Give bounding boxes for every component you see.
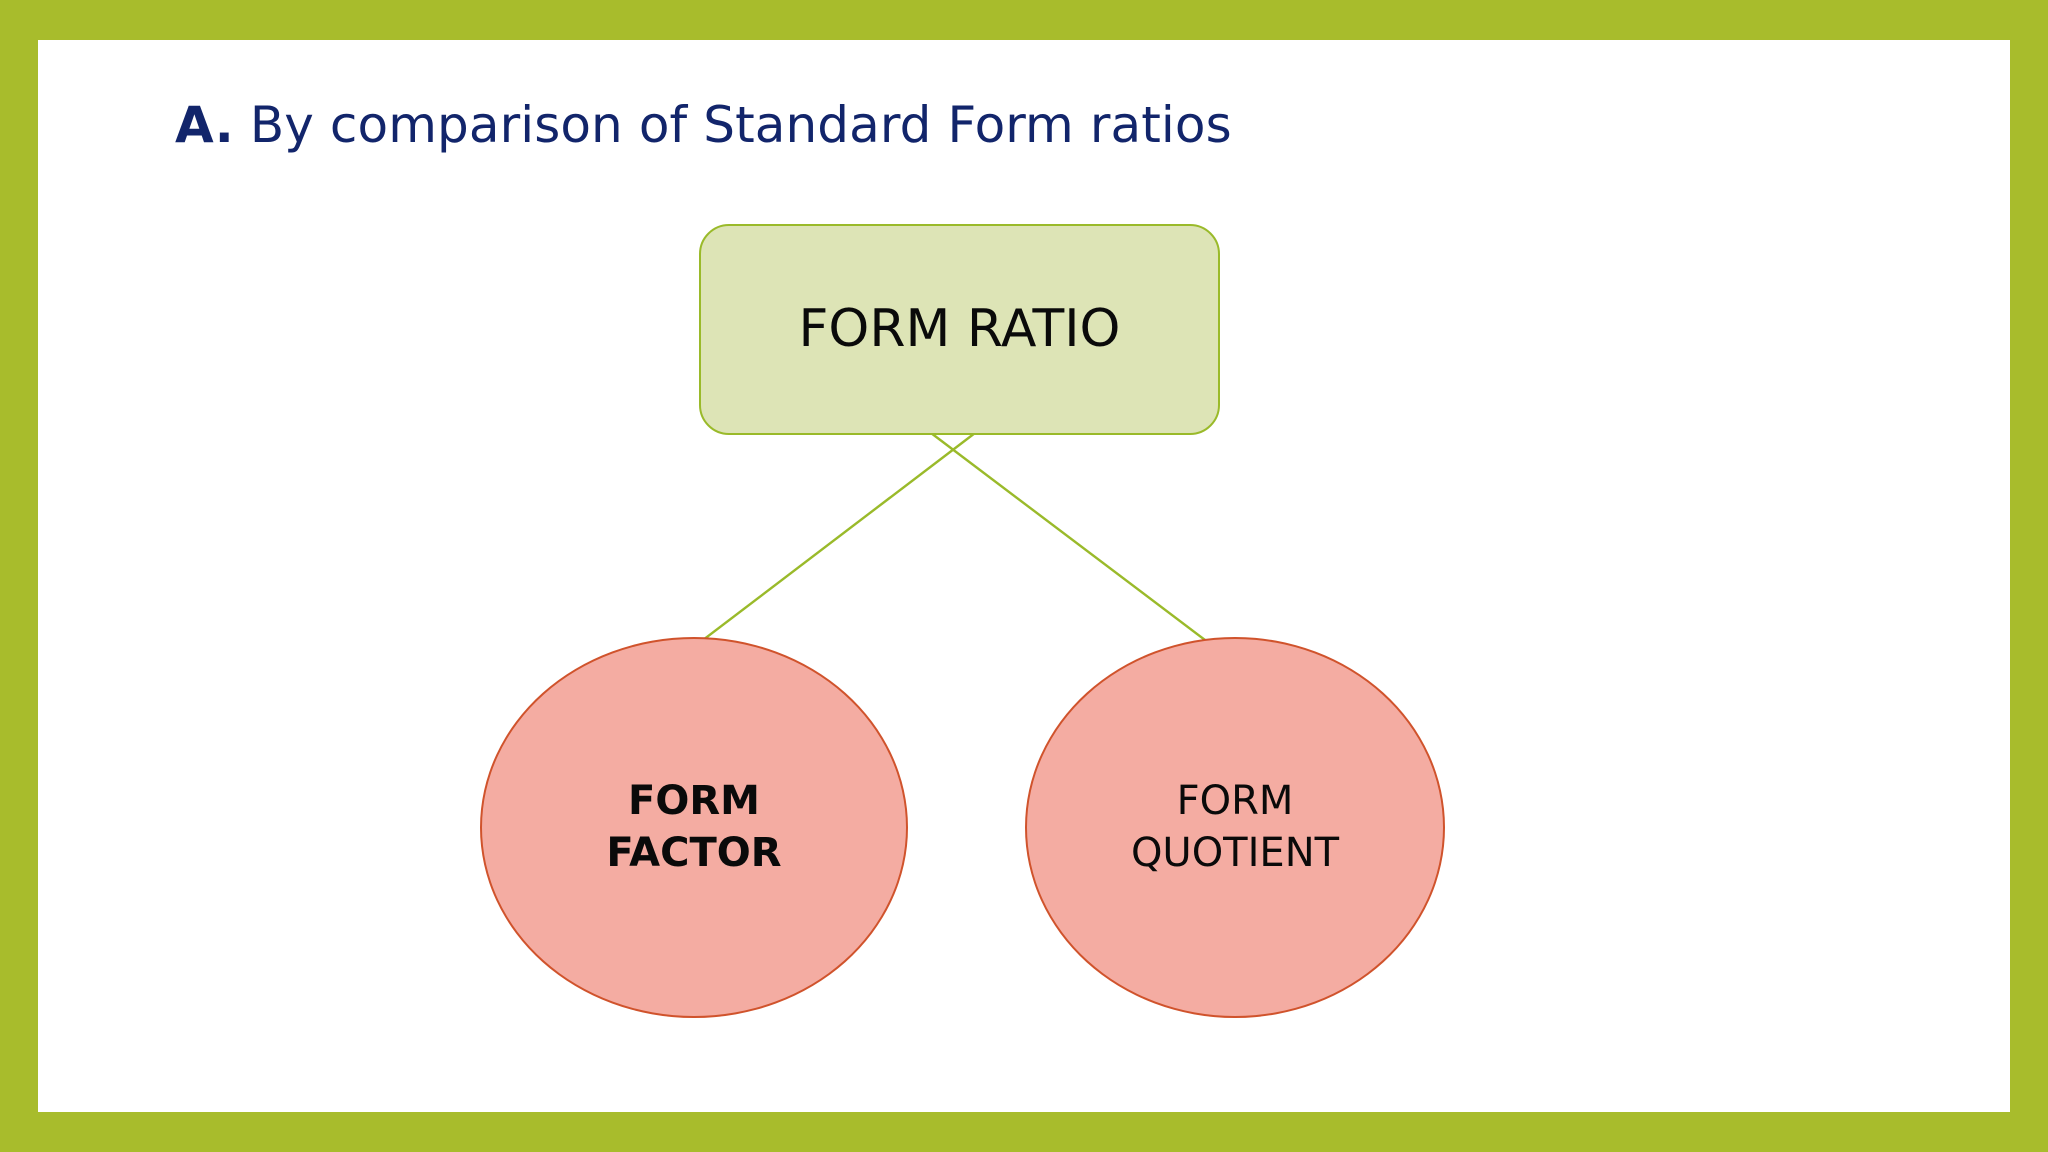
title-text: By comparison of Standard Form ratios	[233, 96, 1232, 154]
node-form-factor-label: FORM FACTOR	[606, 778, 782, 876]
page-title: A. By comparison of Standard Form ratios	[175, 98, 1232, 153]
node-form-quotient-label: FORM QUOTIENT	[1130, 778, 1340, 876]
node-form-quotient[interactable]: FORM QUOTIENT	[1025, 637, 1445, 1018]
connector-lines	[702, 432, 1206, 641]
connector-to-form-factor	[702, 432, 976, 641]
node-form-ratio-label: FORM RATIO	[798, 299, 1121, 360]
node-form-factor[interactable]: FORM FACTOR	[480, 637, 908, 1018]
slide-canvas: A. By comparison of Standard Form ratios…	[38, 40, 2010, 1112]
node-form-ratio[interactable]: FORM RATIO	[699, 224, 1220, 435]
connector-to-form-quotient	[930, 432, 1206, 641]
title-label-letter: A.	[175, 96, 234, 154]
